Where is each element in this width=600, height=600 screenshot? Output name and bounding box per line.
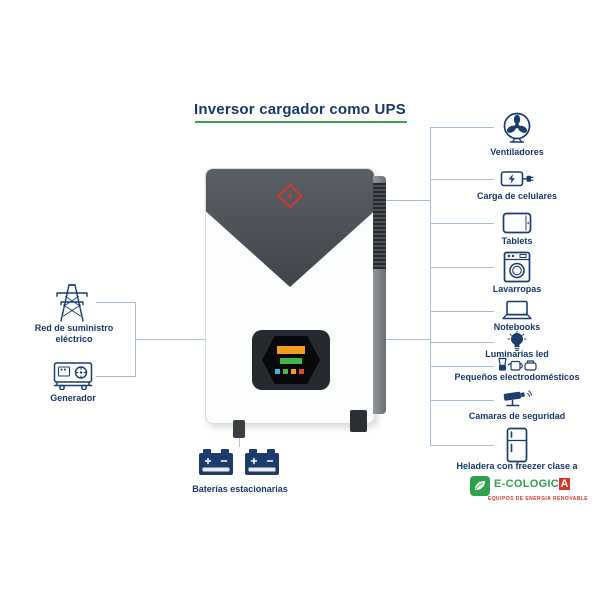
load-label-phone-charging: Carga de celulares [476, 191, 558, 201]
branch-phone-charging [430, 179, 494, 180]
screen-status-dot [275, 369, 280, 374]
branch-small-appliances [430, 366, 494, 367]
page-title: Inversor cargador como UPS [194, 101, 406, 118]
fridge-icon [506, 427, 528, 463]
generator-icon [53, 362, 93, 390]
security-camera-icon [503, 390, 532, 407]
screen-status-dot [291, 369, 296, 374]
connector-inverter-right-mid [386, 339, 430, 340]
connector-grid [96, 302, 135, 303]
load-label-led-lights: Luminarias led [485, 349, 549, 359]
battery-icon [199, 449, 233, 475]
cable-gland [233, 420, 245, 438]
ecologica-logo-tagline: EQUIPOS DE ENERGIA RENOVABLE [487, 496, 589, 502]
branch-led-lights [430, 342, 494, 343]
load-label-washing-machine: Lavarropas [492, 284, 542, 294]
branch-washing-machine [430, 267, 494, 268]
load-label-fridge: Heladera con freezer clase a [456, 461, 578, 471]
bulb-icon [507, 331, 527, 351]
phone-charging-icon [500, 171, 534, 187]
branch-fans [430, 127, 494, 128]
generator-label: Generador [50, 393, 96, 403]
fan-icon [503, 112, 531, 143]
load-label-small-appliances: Pequeños electrodomésticos [454, 372, 580, 382]
load-label-fans: Ventiladores [490, 147, 544, 157]
branch-notebooks [430, 311, 494, 312]
connector-right-trunk [430, 127, 431, 446]
load-label-tablets: Tablets [501, 236, 533, 246]
screen-green-readout [280, 358, 302, 364]
connector-battery [239, 437, 240, 447]
washing-machine-icon [503, 251, 531, 283]
screen-status-dot [283, 369, 288, 374]
tablet-icon [502, 212, 532, 234]
battery-icon [245, 449, 279, 475]
branch-tablets [430, 223, 494, 224]
grid-label: Red de suministro eléctrico [34, 323, 114, 345]
branch-fridge [430, 445, 494, 446]
title-underline [195, 121, 407, 123]
screen-orange-readout [277, 346, 305, 354]
logo-accent-letter: A [559, 478, 571, 490]
heatsink-fins [373, 183, 386, 269]
load-label-notebooks: Notebooks [493, 322, 541, 332]
load-label-security-cameras: Camaras de seguridad [468, 411, 566, 421]
ecologica-logo-mark-icon [470, 476, 490, 496]
power-tower-icon [56, 284, 88, 322]
laptop-icon [502, 300, 532, 320]
branch-security-cameras [430, 400, 494, 401]
small-appliances-icon [498, 357, 537, 371]
connector-inverter-right-top [386, 200, 430, 201]
batteries-label: Baterías estacionarias [192, 484, 288, 494]
connector-generator [96, 376, 135, 377]
screen-status-dot [299, 369, 304, 374]
connector-left-to-inverter [135, 339, 205, 340]
inverter-bottom-module [350, 410, 367, 432]
